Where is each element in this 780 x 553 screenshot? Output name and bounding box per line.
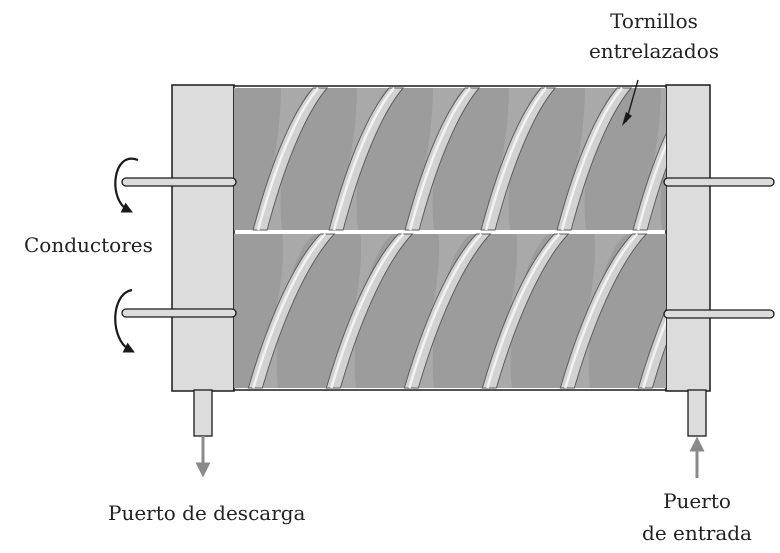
flight-highlight: [560, 87, 624, 231]
flight-highlight: [484, 87, 548, 231]
screws-label-line2: entrelazados: [589, 39, 719, 63]
flight-highlight: [332, 87, 396, 231]
bottom-drive-shaft: [121, 308, 237, 318]
screw-lobe: [234, 88, 281, 230]
screw-flight: [325, 233, 414, 389]
screw-flight: [556, 87, 633, 231]
right-end-housing: [665, 84, 711, 392]
flight-highlight: [642, 318, 666, 389]
flight-highlight: [256, 87, 320, 231]
top-right-shaft: [663, 177, 775, 187]
bottom-rotation-arrow-icon: [114, 288, 135, 353]
discharge-port: [193, 389, 213, 437]
screw-flight: [709, 88, 780, 230]
screw-flight: [404, 87, 481, 231]
flight-highlight: [486, 233, 561, 389]
screw-flight: [247, 233, 336, 389]
flight-highlight: [714, 88, 774, 230]
bottom-right-shaft: [663, 309, 775, 319]
inlet-port: [687, 389, 707, 437]
bottom-screw-rotor: [234, 233, 666, 389]
screw-flight: [403, 233, 492, 389]
screw-lobe: [234, 234, 284, 388]
screw-flight: [637, 308, 666, 389]
screw-flight: [480, 87, 557, 231]
flight-highlight: [636, 142, 666, 231]
discharge-label: Puerto de descarga: [108, 501, 306, 525]
left-end-housing: [171, 84, 235, 392]
drivers-label: Conductores: [24, 233, 153, 257]
flight-highlight: [408, 233, 483, 389]
screw-flight: [632, 132, 666, 231]
screw-flight: [328, 87, 405, 231]
screw-flight: [252, 87, 329, 231]
screw-flight: [481, 233, 570, 389]
flight-highlight: [330, 233, 405, 389]
inlet-label-line1: Puerto: [663, 489, 731, 513]
top-screw-rotor: [234, 87, 780, 231]
top-rotation-arrow-icon: [114, 157, 139, 213]
flight-highlight: [564, 233, 639, 389]
flight-highlight: [252, 233, 327, 389]
screws-label-line1: Tornillos: [610, 9, 698, 33]
inlet-label-line2: de entrada: [642, 521, 752, 545]
screws-leader-arrowhead-icon: [622, 112, 632, 126]
top-drive-shaft: [121, 177, 237, 187]
screw-flight: [559, 233, 648, 389]
flight-highlight: [408, 87, 472, 231]
